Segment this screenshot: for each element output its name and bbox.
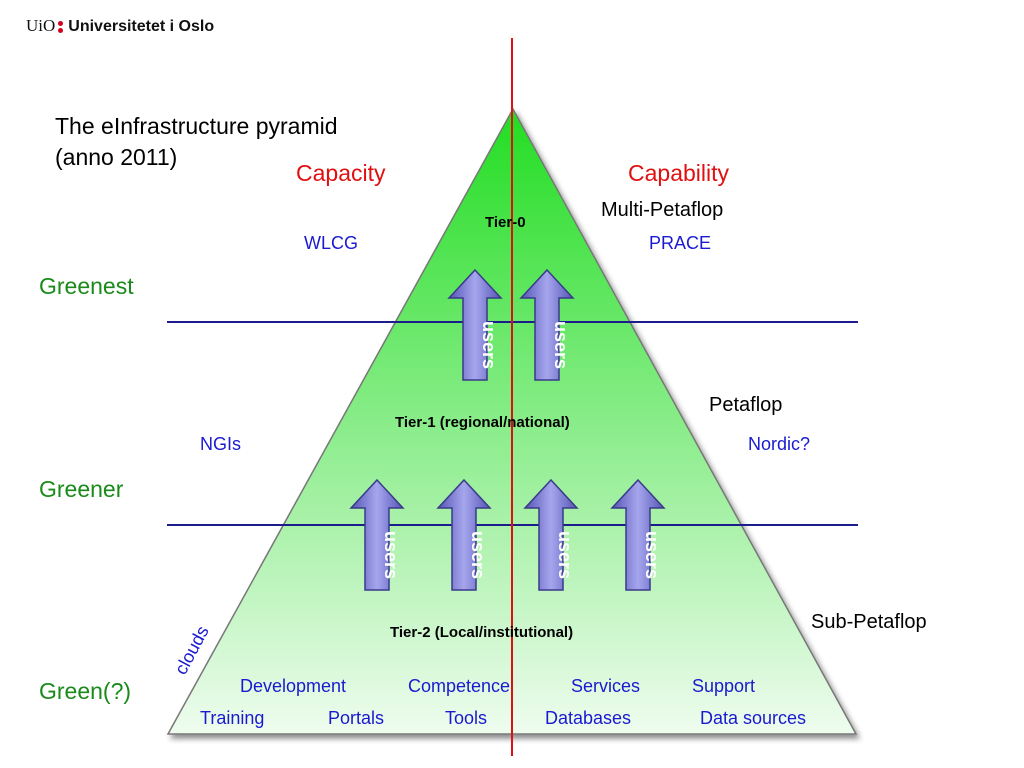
users-arrow: users — [349, 478, 405, 591]
greener-label: Greener — [39, 476, 124, 502]
users-arrow-label: users — [381, 531, 401, 579]
petaflop-label: Petaflop — [709, 394, 783, 416]
green-question-label: Green(?) — [39, 678, 132, 704]
wlcg-label: WLCG — [304, 233, 358, 253]
logo-university-name: Universitetet i Oslo — [68, 18, 215, 35]
page-title: The eInfrastructure pyramid (anno 2011) — [55, 111, 435, 173]
users-arrow: users — [436, 478, 492, 591]
greenest-label: Greenest — [39, 273, 134, 299]
prace-label: PRACE — [649, 233, 712, 253]
nordic-label: Nordic? — [748, 434, 811, 454]
users-arrow: users — [610, 478, 666, 591]
capability-header: Capability — [628, 160, 729, 186]
ngis-label: NGIs — [200, 434, 242, 454]
users-arrow: users — [447, 268, 503, 381]
users-arrow-label: users — [642, 531, 662, 579]
users-arrow-label: users — [479, 321, 499, 369]
base-item-tools: Tools — [445, 708, 488, 728]
tier-2-label: Tier-2 (Local/institutional) — [390, 624, 574, 641]
users-arrow-label: users — [468, 531, 488, 579]
logo-dots-icon — [58, 19, 64, 35]
base-item-development: Development — [240, 676, 347, 696]
users-arrow: users — [519, 268, 575, 381]
logo-uio: UiO — [26, 16, 56, 35]
users-arrow-label: users — [555, 531, 575, 579]
tier-0-label: Tier-0 — [485, 214, 526, 231]
uio-logo: UiO Universitetet i Oslo — [26, 16, 214, 36]
base-item-data-sources: Data sources — [700, 708, 807, 728]
multi-petaflop-label: Multi-Petaflop — [601, 199, 724, 221]
base-item-portals: Portals — [328, 708, 385, 728]
base-item-databases: Databases — [545, 708, 632, 728]
tier-1-label: Tier-1 (regional/national) — [395, 414, 570, 431]
users-arrow-label: users — [551, 321, 571, 369]
base-item-services: Services — [571, 676, 641, 696]
users-arrow: users — [523, 478, 579, 591]
sub-petaflop-label: Sub-Petaflop — [811, 611, 927, 633]
title-line-2: (anno 2011) — [55, 144, 178, 170]
base-item-support: Support — [692, 676, 756, 696]
base-item-competence: Competence — [408, 676, 511, 696]
title-line-1: The eInfrastructure pyramid — [55, 113, 338, 139]
base-item-training: Training — [200, 708, 265, 728]
capacity-header: Capacity — [296, 160, 386, 186]
